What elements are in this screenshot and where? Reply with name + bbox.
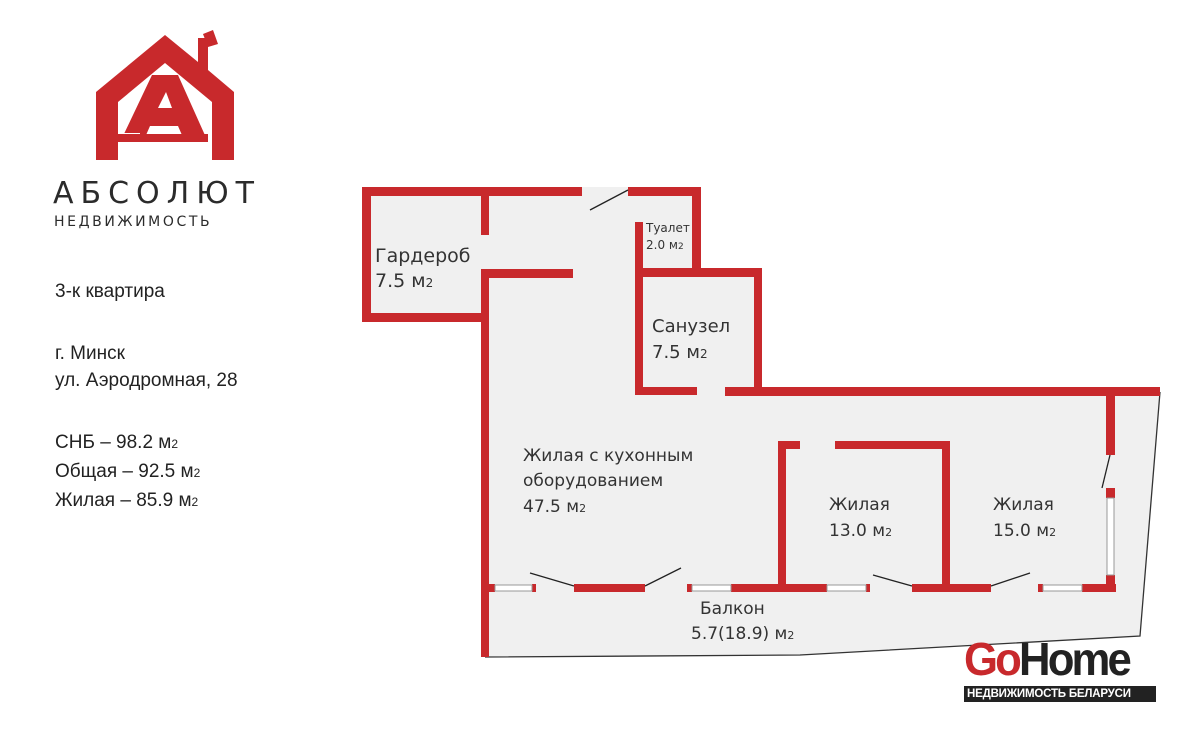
door-swings bbox=[529, 189, 1111, 587]
room-name: Жилая bbox=[993, 495, 1054, 515]
area-unit-sup: 2 bbox=[193, 466, 201, 480]
room-name: Туалет bbox=[645, 221, 690, 235]
room-name-line2: оборудованием bbox=[523, 471, 663, 491]
room-area: 47.5 м2 bbox=[523, 497, 586, 517]
room-wardrobe: Гардероб 7.5 м2 bbox=[375, 245, 471, 292]
room-name: Жилая с кухонным bbox=[523, 446, 693, 466]
gohome-tagline: НЕДВИЖИМОСТЬ БЕЛАРУСИ bbox=[964, 686, 1156, 702]
area-unit-sup: 2 bbox=[171, 437, 179, 451]
room-area: 13.0 м2 bbox=[829, 521, 892, 541]
brand-subtitle: НЕДВИЖИМОСТЬ bbox=[54, 214, 213, 230]
room-area: 7.5 м2 bbox=[652, 342, 708, 363]
area-total: Общая – 92.5 м2 bbox=[55, 461, 200, 484]
walls bbox=[362, 187, 1160, 657]
room-bedroom-15: Жилая 15.0 м2 bbox=[993, 495, 1056, 541]
room-area: 5.7(18.9) м2 bbox=[691, 624, 794, 644]
windows bbox=[494, 497, 1115, 592]
gohome-home: Home bbox=[1018, 633, 1132, 685]
room-name: Гардероб bbox=[375, 245, 471, 267]
room-area: 7.5 м2 bbox=[375, 270, 433, 292]
gohome-go: Go bbox=[964, 633, 1022, 685]
area-snb: СНБ – 98.2 м2 bbox=[55, 432, 178, 455]
area-label: Общая – 92.5 м bbox=[55, 461, 194, 482]
city: г. Минск bbox=[55, 343, 125, 364]
area-label: Жилая – 85.9 м bbox=[55, 490, 192, 511]
room-bedroom-13: Жилая 13.0 м2 bbox=[829, 495, 892, 541]
area-living: Жилая – 85.9 м2 bbox=[55, 490, 198, 513]
room-living-kitchen: Жилая с кухонным оборудованием 47.5 м2 bbox=[523, 446, 693, 517]
room-name: Балкон bbox=[700, 599, 765, 619]
brand-name: АБСОЛЮТ bbox=[53, 176, 261, 211]
apartment-type: 3-к квартира bbox=[55, 281, 165, 302]
room-area: 2.0 м2 bbox=[646, 238, 684, 252]
room-toilet: Туалет 2.0 м2 bbox=[645, 221, 690, 252]
gohome-logo: GoHome НЕДВИЖИМОСТЬ БЕЛАРУСИ bbox=[964, 632, 1156, 702]
absolut-logo-icon bbox=[96, 30, 234, 160]
gohome-wordmark: GoHome bbox=[964, 632, 1146, 686]
area-unit-sup: 2 bbox=[191, 495, 199, 509]
room-bathroom: Санузел 7.5 м2 bbox=[652, 316, 730, 363]
room-balcony: Балкон 5.7(18.9) м2 bbox=[691, 599, 794, 644]
room-name: Санузел bbox=[652, 316, 730, 337]
area-label: СНБ – 98.2 м bbox=[55, 432, 172, 453]
floor-area bbox=[362, 187, 1161, 658]
street-address: ул. Аэродромная, 28 bbox=[55, 370, 238, 391]
room-area: 15.0 м2 bbox=[993, 521, 1056, 541]
room-name: Жилая bbox=[829, 495, 890, 515]
